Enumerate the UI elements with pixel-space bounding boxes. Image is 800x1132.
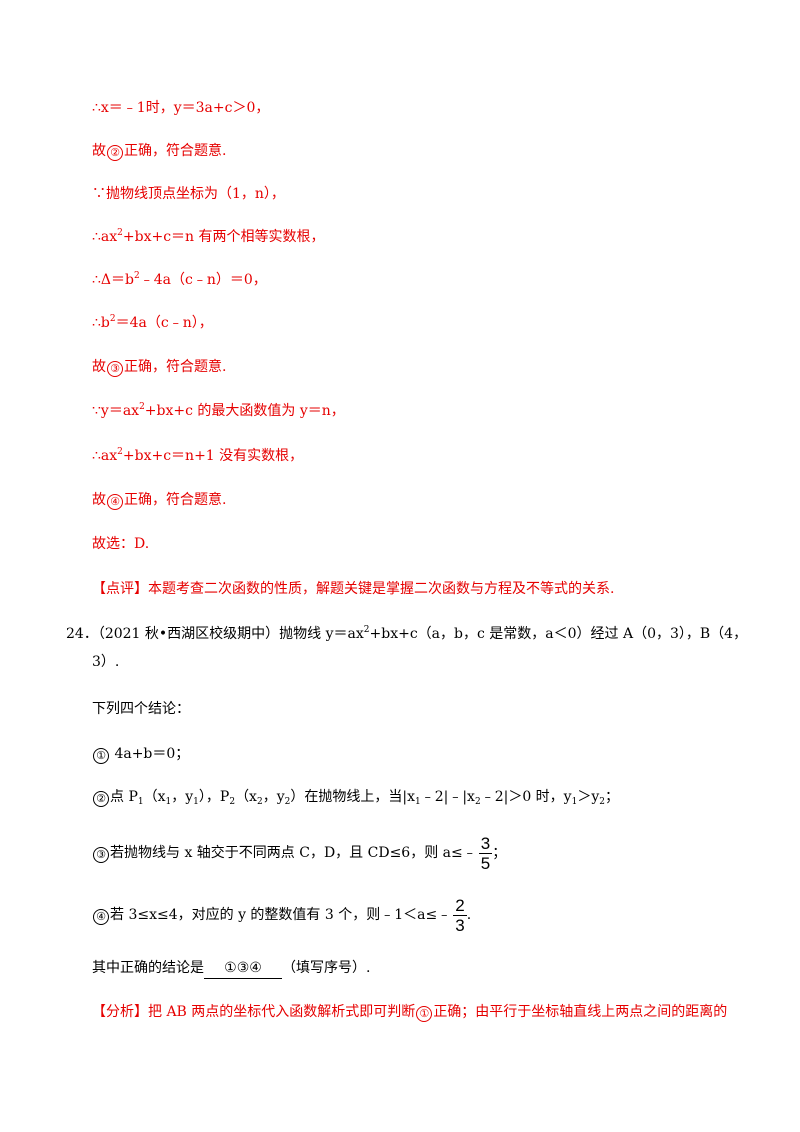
answer-blank: ①③④ bbox=[204, 958, 282, 979]
solution-line-6: ∴b2＝4a（c﹣n）， bbox=[92, 314, 213, 332]
circled-number: ③ bbox=[93, 847, 109, 863]
option-1: ① 4a+b＝0； bbox=[92, 744, 189, 764]
solution-line-11: 故选：D. bbox=[92, 536, 150, 552]
problem-24-line-1: 24．（2021 秋•西湖区校级期中）抛物线 y＝ax2+bx+c（a，b，c … bbox=[66, 625, 748, 643]
solution-line-9: ∴ax2+bx+c＝n+1 没有实数根， bbox=[92, 447, 304, 465]
solution-line-1: ∴x＝﹣1时，y＝3a+c＞0， bbox=[92, 100, 270, 116]
circled-number: ① bbox=[93, 748, 109, 764]
circled-number: ② bbox=[93, 791, 109, 807]
circled-number: ④ bbox=[107, 494, 123, 510]
solution-line-3: ∵抛物线顶点坐标为（1，n）， bbox=[92, 186, 285, 202]
problem-24-line-2: 3）. bbox=[92, 654, 120, 670]
solution-line-4: ∴ax2+bx+c＝n 有两个相等实数根， bbox=[92, 228, 325, 246]
circled-number: ③ bbox=[107, 361, 123, 377]
circled-number: ④ bbox=[93, 909, 109, 925]
circled-number: ② bbox=[107, 145, 123, 161]
comment-line: 【点评】本题考查二次函数的性质，解题关键是掌握二次函数与方程及不等式的关系. bbox=[92, 581, 615, 597]
options-intro: 下列四个结论： bbox=[92, 701, 190, 717]
solution-line-5: ∴Δ＝b2﹣4a（c﹣n）＝0， bbox=[92, 271, 267, 289]
circled-number: ① bbox=[416, 1006, 433, 1022]
solution-line-8: ∵y＝ax2+bx+c 的最大函数值为 y＝n， bbox=[92, 402, 345, 420]
